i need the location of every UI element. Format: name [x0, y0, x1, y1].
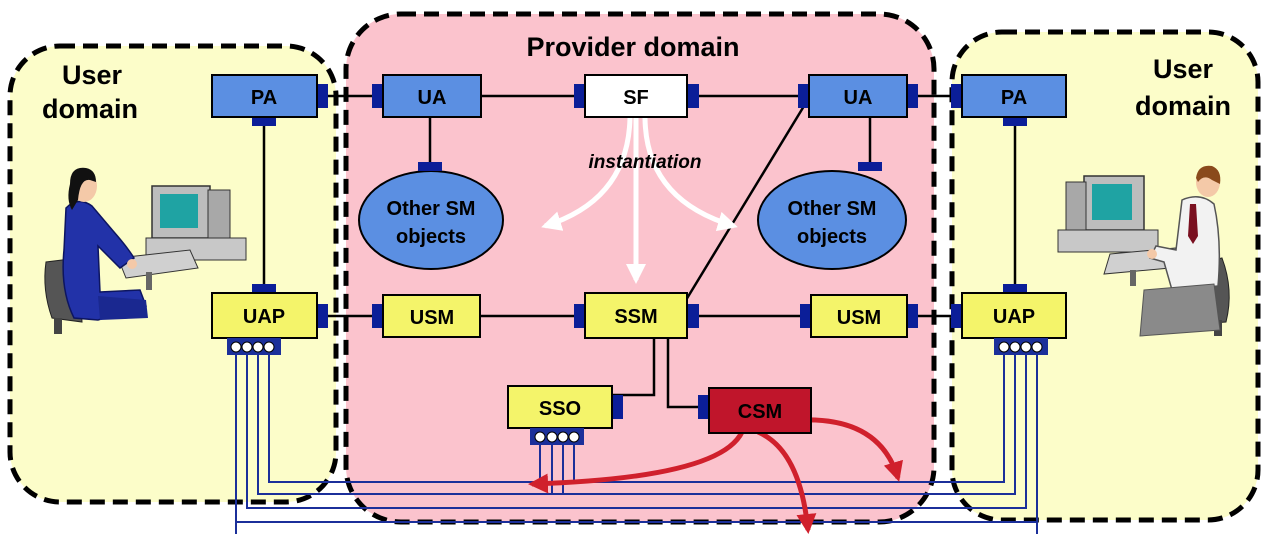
woman-at-computer-icon: [44, 167, 247, 334]
svg-text:USM: USM: [837, 307, 881, 329]
pa-left-box: PA: [211, 74, 318, 118]
uap-left-connector: [227, 338, 281, 355]
svg-text:Other SM: Other SM: [788, 198, 877, 220]
man-at-computer-icon: [1057, 165, 1230, 337]
svg-text:SF: SF: [623, 87, 649, 109]
user-domain-left: [7, 43, 339, 505]
other-sm-objects-left: Other SM objects: [358, 170, 504, 270]
svg-text:SSO: SSO: [539, 398, 581, 420]
instantiation-label: instantiation: [589, 152, 702, 173]
svg-text:Other SM: Other SM: [387, 198, 476, 220]
usm-right-box: USM: [810, 294, 908, 338]
svg-text:UAP: UAP: [993, 306, 1035, 328]
sso-connector: [530, 428, 584, 445]
sso-box: SSO: [507, 385, 613, 429]
csm-arrows: [528, 417, 903, 534]
svg-text:UA: UA: [418, 87, 447, 109]
svg-text:SSM: SSM: [614, 306, 657, 328]
user-domain-right: [949, 29, 1261, 523]
svg-text:USM: USM: [410, 307, 454, 329]
uap-right-connector: [994, 338, 1048, 355]
ports: [252, 84, 1027, 419]
pa-right-box: PA: [961, 74, 1067, 118]
uap-right-box: UAP: [961, 292, 1067, 339]
provider-domain-title: Provider domain: [526, 32, 739, 62]
user-domain-left-title-line2: domain: [42, 94, 138, 124]
svg-text:PA: PA: [251, 87, 277, 109]
instantiation-arrows: [541, 117, 738, 284]
ua-right-box: UA: [808, 74, 908, 118]
sf-box: SF: [584, 74, 688, 118]
user-domain-right-title-line1: User: [1153, 54, 1214, 84]
ua-left-box: UA: [382, 74, 482, 118]
usm-left-box: USM: [382, 294, 481, 338]
user-domain-right-title-line2: domain: [1135, 91, 1231, 121]
other-sm-objects-right: Other SM objects: [757, 170, 907, 270]
svg-text:objects: objects: [797, 226, 867, 248]
csm-box: CSM: [708, 387, 812, 434]
svg-text:CSM: CSM: [738, 401, 782, 423]
svg-text:UA: UA: [844, 87, 873, 109]
ssm-box: SSM: [584, 292, 688, 339]
user-domain-left-title-line1: User: [62, 60, 123, 90]
uap-left-box: UAP: [211, 292, 318, 339]
svg-text:objects: objects: [396, 226, 466, 248]
signal-wires: [235, 352, 1038, 534]
svg-text:PA: PA: [1001, 87, 1027, 109]
svg-text:UAP: UAP: [243, 306, 285, 328]
